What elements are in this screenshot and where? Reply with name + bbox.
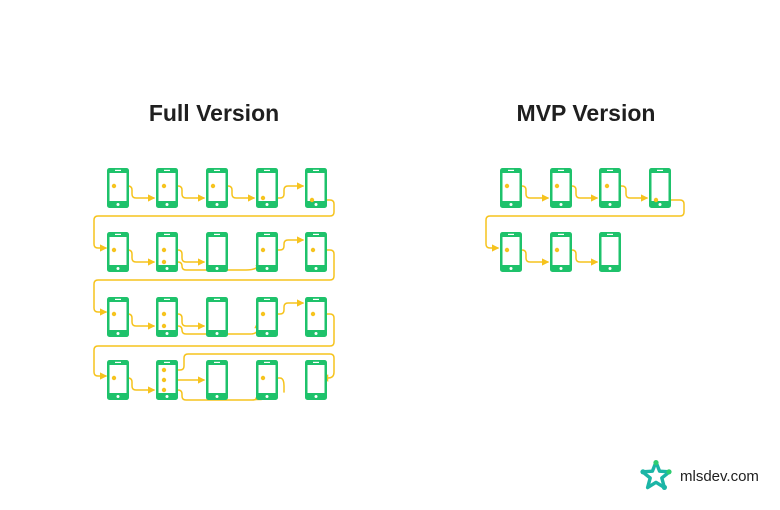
mvp-screen-r1-c1 xyxy=(500,168,522,208)
link-dot xyxy=(111,311,117,317)
mlsdev-logo-icon xyxy=(640,460,672,490)
full-screen-r2-c4 xyxy=(256,232,278,272)
mvp-screen-r1-c3 xyxy=(599,168,621,208)
flow-arrow xyxy=(262,236,305,251)
flow-arrow xyxy=(113,249,156,266)
full-screen-r3-c3 xyxy=(206,297,228,337)
mvp-screen-r2-c2 xyxy=(550,232,572,272)
full-screen-r3-c5 xyxy=(305,297,327,337)
full-screen-r4-c3 xyxy=(206,360,228,400)
link-dots xyxy=(111,183,659,393)
flow-arrow xyxy=(163,313,206,330)
link-dot xyxy=(161,183,167,189)
link-dot xyxy=(161,247,167,253)
mvp-screen-r2-c3 xyxy=(599,232,621,272)
flow-arrow xyxy=(163,185,206,202)
full-screen-r4-c4 xyxy=(256,360,278,400)
link-dot xyxy=(504,247,510,253)
full-screen-r4-c5 xyxy=(305,360,327,400)
full-screen-r1-c2 xyxy=(156,168,178,208)
link-dot xyxy=(260,247,266,253)
flow-arrow xyxy=(163,258,263,271)
full-screen-r3-c2 xyxy=(156,297,178,337)
link-dot xyxy=(260,195,266,201)
full-version-title: Full Version xyxy=(148,100,280,126)
flow-arrow xyxy=(113,377,156,394)
flow-arrows xyxy=(93,182,685,401)
link-dot xyxy=(161,259,167,265)
flow-arrow xyxy=(163,353,335,382)
flow-arrow xyxy=(606,185,649,202)
link-dot xyxy=(161,367,167,373)
link-dot xyxy=(260,375,266,381)
flow-arrow xyxy=(93,249,335,316)
mvp-version-title: MVP Version xyxy=(516,100,656,126)
full-screen-r4-c2 xyxy=(156,360,178,400)
flow-arrow xyxy=(93,199,335,252)
link-dot xyxy=(161,377,167,383)
full-screen-r1-c3 xyxy=(206,168,228,208)
link-dot xyxy=(604,183,610,189)
flow-arrow xyxy=(556,185,599,202)
flow-arrow xyxy=(113,313,156,330)
link-dot xyxy=(504,183,510,189)
full-screen-r2-c2 xyxy=(156,232,178,272)
flow-arrow xyxy=(113,185,156,202)
flow-arrow xyxy=(262,182,305,199)
link-dot xyxy=(309,197,315,203)
link-dot xyxy=(111,375,117,381)
flow-arrow xyxy=(163,249,206,266)
flow-arrow xyxy=(93,313,335,380)
link-dot xyxy=(260,311,266,317)
link-dot xyxy=(161,323,167,329)
full-screen-r3-c1 xyxy=(107,297,129,337)
mlsdev-logo: mlsdev.com xyxy=(640,460,759,492)
link-dot xyxy=(310,247,316,253)
link-dot xyxy=(111,183,117,189)
phone-screens xyxy=(107,168,671,400)
flow-arrow xyxy=(212,185,256,202)
link-dot xyxy=(310,311,316,317)
link-dot xyxy=(210,183,216,189)
link-dot xyxy=(554,247,560,253)
flow-arrow xyxy=(506,185,550,202)
flow-arrow xyxy=(485,199,685,252)
logo-text: mlsdev.com xyxy=(680,467,759,485)
flow-arrow xyxy=(556,249,599,266)
mvp-screen-r2-c1 xyxy=(500,232,522,272)
flow-arrow xyxy=(262,299,305,315)
mvp-screen-r1-c4 xyxy=(649,168,671,208)
flow-arrow xyxy=(506,249,550,266)
full-screen-r2-c5 xyxy=(305,232,327,272)
mvp-screen-r1-c2 xyxy=(550,168,572,208)
full-screen-r1-c5 xyxy=(305,168,327,208)
link-dot xyxy=(111,247,117,253)
full-screen-r2-c3 xyxy=(206,232,228,272)
link-dot xyxy=(161,387,167,393)
full-screen-r1-c1 xyxy=(107,168,129,208)
link-dot xyxy=(161,311,167,317)
full-screen-r1-c4 xyxy=(256,168,278,208)
link-dot xyxy=(653,197,659,203)
link-dot xyxy=(554,183,560,189)
flow-arrow xyxy=(262,377,285,393)
full-screen-r4-c1 xyxy=(107,360,129,400)
full-screen-r3-c4 xyxy=(256,297,278,337)
full-screen-r2-c1 xyxy=(107,232,129,272)
